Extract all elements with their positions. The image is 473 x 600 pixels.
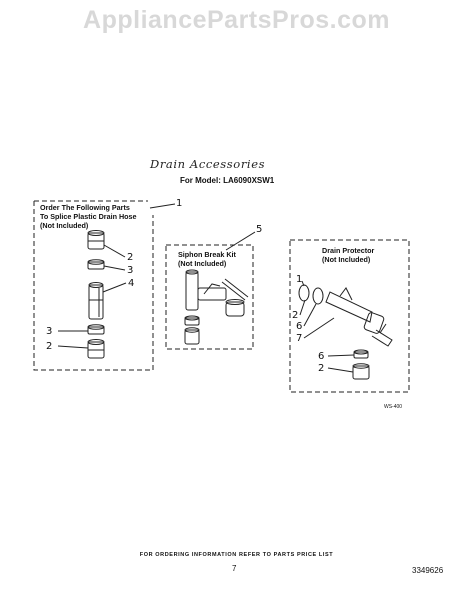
leader-protector-6a — [303, 303, 317, 327]
splice-heading-line-2: To Splice Plastic Drain Hose — [40, 212, 137, 221]
callout-protector-6b: 6 — [318, 351, 325, 362]
protector-heading-line-1: Drain Protector — [322, 246, 375, 255]
leader-splice-4 — [102, 282, 127, 293]
footer-note: FOR ORDERING INFORMATION REFER TO PARTS … — [139, 552, 334, 558]
splice-ring-bottom — [87, 324, 105, 335]
leader-splice-2a — [103, 244, 126, 258]
callout-splice-3a: 3 — [127, 265, 134, 276]
siphon-tube — [221, 278, 249, 301]
callout-protector-2: 2 — [292, 310, 299, 321]
callout-1: 1 — [176, 198, 183, 209]
ws-code: WS-400 — [384, 404, 403, 410]
callout-protector-6a: 6 — [296, 321, 303, 332]
splice-coupling-bottom — [87, 339, 105, 359]
callout-5: 5 — [256, 224, 263, 235]
leader-splice-2b — [57, 345, 89, 349]
siphon-coupling — [184, 327, 200, 345]
splice-heading-line-3: (Not Included) — [40, 221, 89, 230]
watermark-logo: AppliancePartsPros.com — [83, 6, 390, 34]
protector-body — [325, 287, 385, 334]
siphon-ring — [184, 315, 200, 326]
leader-protector-2 — [299, 299, 306, 316]
protector-panel-border — [289, 239, 410, 393]
siphon-tee — [185, 269, 227, 311]
protector-coupling-2 — [352, 363, 370, 380]
diagram-title: Drain Accessories — [150, 157, 266, 171]
leader-protector-7 — [303, 317, 335, 339]
protector-valve — [371, 323, 393, 347]
leader-1 — [149, 203, 176, 209]
leader-protector-2b — [327, 367, 354, 373]
leader-protector-6b — [327, 354, 355, 357]
splice-connector — [88, 282, 104, 320]
splice-ring-top — [87, 259, 105, 270]
protector-ring-6 — [353, 349, 369, 359]
callout-splice-4: 4 — [128, 278, 135, 289]
callout-protector-7: 7 — [296, 333, 303, 344]
splice-coupling-top — [87, 230, 105, 250]
splice-panel-border — [33, 200, 154, 371]
siphon-adapter — [225, 299, 245, 317]
protector-heading-line-2: (Not Included) — [322, 255, 371, 264]
document-number: 3349626 — [412, 566, 444, 575]
leader-5 — [225, 231, 256, 251]
callout-splice-3b: 3 — [46, 326, 53, 337]
page-number: 7 — [232, 564, 237, 573]
splice-heading-line-1: Order The Following Parts — [40, 203, 130, 212]
callout-splice-2b: 2 — [46, 341, 53, 352]
leader-splice-3a — [103, 265, 126, 271]
model-line: For Model: LA6090XSW1 — [180, 176, 275, 185]
siphon-heading-line-1: Siphon Break Kit — [178, 250, 236, 259]
leader-protector-1 — [301, 280, 305, 287]
callout-protector-1: 1 — [296, 274, 303, 285]
siphon-panel-border — [165, 244, 254, 350]
callout-splice-2a: 2 — [127, 252, 134, 263]
callout-protector-2b: 2 — [318, 363, 325, 374]
siphon-heading-line-2: (Not Included) — [178, 259, 227, 268]
protector-rings — [298, 284, 324, 305]
siphon-elbow — [203, 283, 221, 295]
